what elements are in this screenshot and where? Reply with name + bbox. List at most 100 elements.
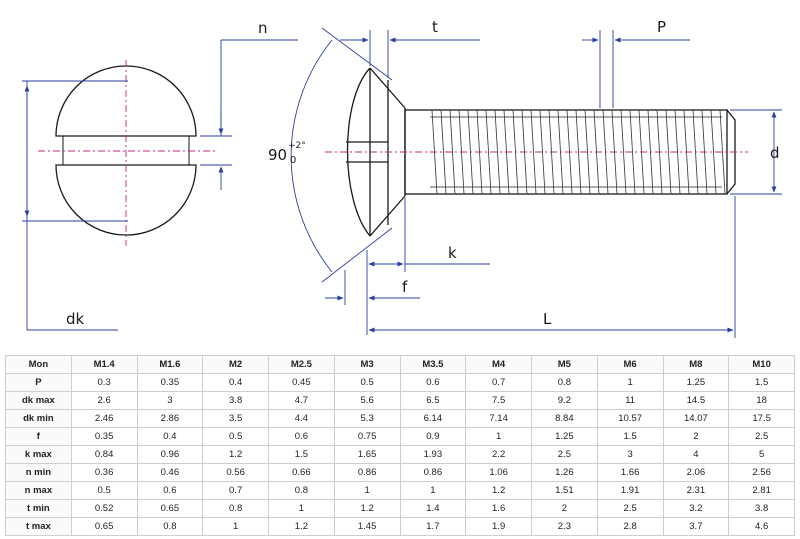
table-cell: 0.8: [136, 517, 204, 536]
table-cell: 0.86: [333, 463, 401, 482]
header-size: M2: [202, 355, 269, 374]
table-cell: 2.5: [596, 499, 664, 518]
row-label: t max: [5, 517, 72, 536]
table-cell: 1.6: [465, 499, 532, 518]
header-size: M8: [662, 355, 730, 374]
label-t: t: [432, 18, 438, 36]
table-cell: 2.31: [662, 481, 730, 500]
table-cell: 2.86: [136, 409, 204, 428]
table-cell: 1: [202, 517, 269, 536]
head-dome: [346, 67, 371, 237]
table-cell: 2: [531, 499, 598, 518]
thread-line: [674, 109, 681, 195]
table-cell: 1.5: [596, 427, 664, 446]
head-centerlines: [38, 60, 216, 246]
table-cell: 4.6: [728, 517, 795, 536]
table-cell: 2.56: [728, 463, 795, 482]
table-cell: 2.5: [531, 445, 598, 464]
table-cell: 1: [596, 373, 664, 392]
label-n: n: [258, 19, 268, 37]
table-cell: 0.4: [136, 427, 204, 446]
table-cell: 1: [465, 427, 532, 446]
dimension-f: [325, 270, 420, 305]
table-cell: 1.93: [399, 445, 467, 464]
table-cell: 14.07: [662, 409, 730, 428]
label-angle-tolerance-lower: 0: [290, 155, 296, 166]
table-cell: 4.7: [268, 391, 335, 410]
head-lower-half: [55, 164, 197, 236]
thread-line: [494, 109, 501, 195]
table-cell: 0.96: [136, 445, 204, 464]
table-cell: 0.3: [70, 373, 138, 392]
thread-line: [485, 109, 492, 195]
table-cell: 1.4: [399, 499, 467, 518]
label-f: f: [402, 278, 408, 296]
thread-line: [440, 109, 447, 195]
header-size: M2.5: [268, 355, 335, 374]
table-cell: 1.5: [268, 445, 335, 464]
header-mon: Mon: [5, 355, 72, 374]
table-cell: 3.8: [728, 499, 795, 518]
thread-line: [620, 109, 627, 195]
table-cell: 0.5: [202, 427, 269, 446]
header-size: M1.6: [136, 355, 204, 374]
table-cell: 2.46: [70, 409, 138, 428]
table-cell: 1.65: [333, 445, 401, 464]
table-cell: 5.6: [333, 391, 401, 410]
table-cell: 1.51: [531, 481, 598, 500]
table-cell: 7.14: [465, 409, 532, 428]
table-cell: 2.8: [596, 517, 664, 536]
screw-technical-drawing: dk n 90 +2° 0 t: [22, 18, 782, 338]
table-cell: 3: [136, 391, 204, 410]
table-cell: 1.5: [728, 373, 795, 392]
table-cell: 1.9: [465, 517, 532, 536]
thread-line: [575, 109, 582, 195]
header-size: M10: [728, 355, 795, 374]
dimension-d: [730, 109, 782, 195]
table-cell: 0.6: [399, 373, 467, 392]
table-cell: 0.7: [202, 481, 269, 500]
table-cell: 0.56: [202, 463, 269, 482]
table-cell: 1.2: [202, 445, 269, 464]
header-size: M4: [465, 355, 532, 374]
thread-line: [719, 109, 726, 195]
table-cell: 1: [333, 481, 401, 500]
table-cell: 1.2: [333, 499, 401, 518]
label-k: k: [448, 244, 457, 262]
table-cell: 0.8: [202, 499, 269, 518]
table-cell: 0.46: [136, 463, 204, 482]
row-label: n min: [5, 463, 72, 482]
thread-line: [629, 109, 636, 195]
row-label: t min: [5, 499, 72, 518]
dimension-p: [582, 30, 690, 108]
table-cell: 2.3: [531, 517, 598, 536]
table-cell: 1.45: [333, 517, 401, 536]
dimension-l: [368, 196, 736, 338]
table-cell: 0.35: [70, 427, 138, 446]
table-cell: 0.86: [399, 463, 467, 482]
table-cell: 1.91: [596, 481, 664, 500]
table-cell: 0.75: [333, 427, 401, 446]
cone-bottom: [369, 195, 406, 237]
row-label: f: [5, 427, 72, 446]
label-angle: 90: [268, 146, 287, 164]
table-cell: 2.81: [728, 481, 795, 500]
table-cell: 2: [662, 427, 730, 446]
row-label: n max: [5, 481, 72, 500]
head-upper-half: [55, 65, 197, 137]
table-cell: 11: [596, 391, 664, 410]
dimension-dk: [22, 80, 128, 331]
thread-line: [665, 109, 672, 195]
table-cell: 0.5: [333, 373, 401, 392]
table-cell: 1.2: [268, 517, 335, 536]
table-cell: 3.2: [662, 499, 730, 518]
